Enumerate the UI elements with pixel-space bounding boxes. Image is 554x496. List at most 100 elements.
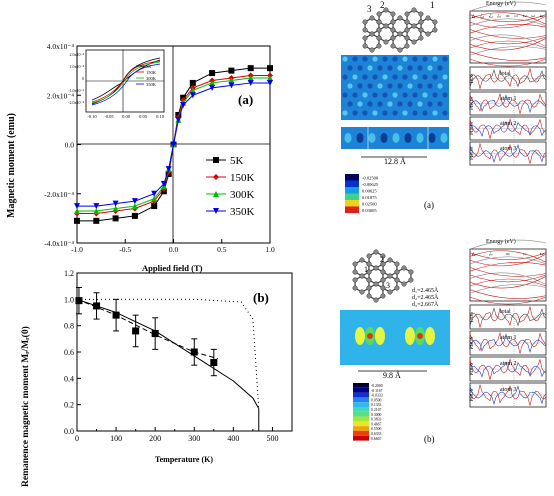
energy-tick-label: 1 [521,253,526,256]
energy-tick-label: -2 [487,14,492,19]
atom [376,19,382,25]
band-line [469,296,547,305]
point-5K [93,217,100,224]
density-spot [372,92,378,98]
atom [376,27,382,33]
density-spot [380,133,388,143]
atom-label-3: 3 [386,281,390,290]
band-line [469,262,547,272]
map-bottom-pattern [355,327,435,345]
atom [366,253,372,259]
dos-curve-spin-up [469,306,547,328]
atom [380,261,386,267]
molecule-bottom: 123 [352,249,414,303]
density-spot [422,110,428,116]
density-spot [342,110,348,116]
colorbar-bottom: -0.2000-0.1167-0.03330.05000.13330.21670… [353,383,383,441]
density-spot [347,65,353,71]
colorbar-swatch [353,392,369,398]
panel-b-xlabel: Temperature (K) [155,455,213,464]
density-spot [442,56,448,62]
energy-tick-label: 3 [530,15,535,18]
atom [390,27,396,33]
density-spot [412,92,418,98]
dos-curve-spin-up [469,358,547,380]
legend-label-5K: 5K [230,155,244,167]
panel-a-ytick-label: 4.0x10⁻⁴ [47,42,75,51]
colorbar-swatch [353,397,369,403]
colorbar-label: -0.0333 [371,394,383,398]
dos-axis-label: PDOS [470,336,475,349]
inset-legend-label: 300K [146,76,157,81]
point-5K [189,79,196,86]
atom [352,261,358,267]
density-spot [397,101,403,107]
band-line [469,252,547,260]
point-5K [267,65,273,72]
inset-legend-label: 150K [146,70,157,75]
atom [362,35,368,41]
legend-marker-5K [213,157,219,163]
density-spot [412,56,418,62]
colorbar-label: 0.01875 [362,195,377,200]
density-spot [427,83,433,89]
point-300K [93,207,100,214]
point-5K [131,212,138,219]
density-spot [392,74,398,80]
panel-a-xtick-label: -0.5 [119,245,131,254]
density-spot [402,110,408,116]
energy-tick-label: 4 [538,15,543,18]
panel-b-ytick-label: 0.0 [64,427,74,436]
colorbar-label: -0.02500 [362,176,379,181]
atom [404,11,410,17]
band-line [469,267,547,277]
density-core [417,333,423,339]
panel-b-ytick-label: 0.2 [64,401,74,410]
inset-legend-label: 5K [146,64,152,69]
panel-a-ytick-label: 2.0x10⁻⁴ [47,91,75,100]
density-spot [437,101,443,107]
panel-b-xtick-label: 400 [227,434,239,443]
map-top-pattern [342,56,448,116]
density-spot [362,74,368,80]
density-spot [432,74,438,80]
atom [383,39,389,45]
density-spot [416,133,424,143]
atom [397,31,403,37]
panel-b-xtick-label: 0 [75,434,79,443]
density-spot [352,56,358,62]
atom [387,273,393,279]
point-350K [112,200,119,207]
dos-curve-spin-down [469,68,547,88]
point-300K [247,75,254,82]
colorbar-label: 0.6333 [371,432,382,436]
colorbar-label: 0.3000 [371,413,382,417]
point-300K [267,75,273,82]
density-spot [417,65,423,71]
density-spot [357,101,363,107]
density-spot [382,110,388,116]
atom [366,261,372,267]
data-point [151,330,159,338]
point-350K [131,198,138,205]
density-spot [344,133,352,143]
energy-tick-label: 1 [513,15,518,18]
density-spot [342,56,348,62]
colorbar-swatch [353,402,369,407]
point-350K [267,79,273,86]
legend-marker-350K [213,208,219,214]
density-spot [440,133,448,143]
inset-ytick-label: -2.0x10⁻⁴ [68,100,84,105]
density-spot [347,83,353,89]
density-spot [352,74,358,80]
atom [390,35,396,41]
density-spot [428,133,436,143]
point-350K [74,203,80,210]
atom [387,257,393,263]
point-300K [209,79,216,86]
atom [366,293,372,299]
inset-xtick-label: -0.10 [87,114,97,119]
energy-tick-label: 0 [504,15,509,18]
density-spot [392,110,398,116]
